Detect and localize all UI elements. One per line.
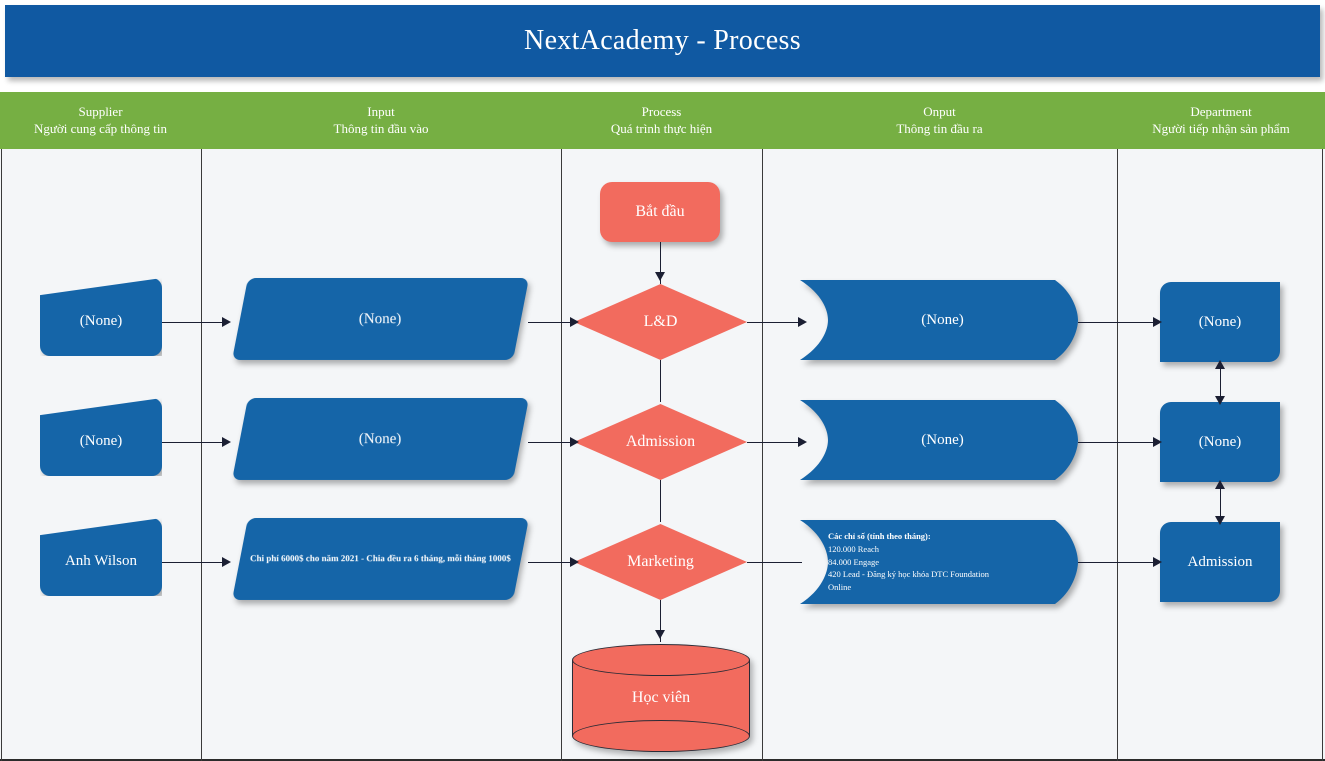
arrowhead-dept2-up <box>1215 480 1225 489</box>
connector-marketing-to-store <box>660 600 662 642</box>
connector-input1-to-process1 <box>528 322 574 324</box>
input-node-3-label: Chi phí 6000$ cho năm 2021 - Chia đều ra… <box>250 553 511 564</box>
lane-edge-left <box>1 149 2 761</box>
diagram-title-bar: NextAcademy - Process <box>5 5 1320 77</box>
onput-shape-2 <box>800 400 1078 480</box>
column-header-en: Input <box>367 104 395 120</box>
department-node-1-label: (None) <box>1198 313 1242 330</box>
column-header-vi: Thông tin đầu vào <box>333 120 429 136</box>
input-node-2[interactable]: (None) <box>232 398 529 480</box>
connector-process1-to-onput1 <box>747 322 802 324</box>
department-node-3[interactable]: Admission <box>1160 522 1280 602</box>
input-node-1-label: (None) <box>359 310 402 327</box>
page-title: NextAcademy - Process <box>524 25 801 56</box>
arrowhead-store <box>655 630 665 639</box>
arrowhead-process3 <box>570 557 579 567</box>
arrowhead-dept3 <box>1153 557 1162 567</box>
arrowhead-dept1-up <box>1215 360 1225 369</box>
cylinder-bottom-ellipse <box>572 720 750 752</box>
lane-divider-onput-department <box>1117 149 1118 761</box>
column-header-vi: Quá trình thực hiện <box>610 120 713 136</box>
connector-admission-to-marketing <box>660 480 662 522</box>
column-header-en: Department <box>1190 104 1252 120</box>
supplier-node-2-label: (None) <box>79 432 123 449</box>
onput-node-3-line-4: Online <box>828 582 852 593</box>
onput-node-3[interactable]: Các chỉ số (tính theo tháng): 120.000 Re… <box>800 520 1085 604</box>
column-header-process: Process Quá trình thực hiện <box>561 92 762 149</box>
column-header-vi: Người cung cấp thông tin <box>33 120 168 136</box>
arrowhead-input2 <box>222 437 231 447</box>
swimlane-header-band: Supplier Người cung cấp thông tin Input … <box>0 92 1325 151</box>
arrowhead-input1 <box>222 317 231 327</box>
department-node-2-label: (None) <box>1198 433 1242 450</box>
column-header-en: Supplier <box>78 104 123 120</box>
arrowhead-onput2 <box>798 437 807 447</box>
lane-edge-right <box>1322 149 1323 761</box>
column-header-en: Onput <box>923 104 956 120</box>
input-node-1[interactable]: (None) <box>232 278 529 360</box>
lane-divider-input-process <box>561 149 562 761</box>
connector-supplier2-to-input2 <box>162 442 224 444</box>
arrowhead-ld <box>655 272 665 281</box>
department-node-3-label: Admission <box>1187 553 1253 570</box>
column-header-input: Input Thông tin đầu vào <box>201 92 561 149</box>
connector-onput3-to-dept3 <box>1078 562 1158 564</box>
process-datastore-node[interactable]: Học viên <box>572 644 750 752</box>
onput-shape-3 <box>800 520 1078 604</box>
lane-divider-supplier-input <box>201 149 202 761</box>
onput-shape-1 <box>800 280 1078 360</box>
column-header-vi: Người tiếp nhận sản phẩm <box>1152 120 1290 136</box>
supplier-node-3[interactable]: Anh Wilson <box>40 518 162 596</box>
department-node-2[interactable]: (None) <box>1160 402 1280 482</box>
arrowhead-dept3-down <box>1215 516 1225 525</box>
arrowhead-process2 <box>570 437 579 447</box>
connector-process2-to-onput2 <box>747 442 802 444</box>
process-node-marketing-label: Marketing <box>627 553 694 570</box>
onput-node-1-label: (None) <box>921 311 964 328</box>
connector-onput2-to-dept2 <box>1078 442 1158 444</box>
connector-process3-to-onput3 <box>747 562 802 564</box>
connector-input2-to-process2 <box>528 442 574 444</box>
onput-node-2[interactable]: (None) <box>800 400 1085 480</box>
connector-input3-to-process3 <box>528 562 574 564</box>
arrowhead-dept2 <box>1153 437 1162 447</box>
column-header-supplier: Supplier Người cung cấp thông tin <box>0 92 201 149</box>
connector-dept1-dept2 <box>1220 364 1222 402</box>
column-header-department: Department Người tiếp nhận sản phẩm <box>1117 92 1325 149</box>
process-node-ld-label: L&D <box>643 313 678 330</box>
onput-node-3-line-2: 84.000 Engage <box>828 556 879 567</box>
onput-node-2-label: (None) <box>921 431 964 448</box>
onput-node-3-label: Các chỉ số (tính theo tháng): 120.000 Re… <box>800 530 1085 594</box>
connector-dept2-dept3 <box>1220 484 1222 522</box>
arrowhead-process1 <box>570 317 579 327</box>
process-datastore-label: Học viên <box>631 689 691 706</box>
connector-supplier1-to-input1 <box>162 322 224 324</box>
column-header-en: Process <box>641 104 682 120</box>
supplier-node-1-label: (None) <box>79 312 123 329</box>
supplier-node-3-label: Anh Wilson <box>64 552 138 569</box>
arrowhead-onput1 <box>798 317 807 327</box>
process-node-admission-label: Admission <box>625 433 696 450</box>
arrowhead-input3 <box>222 557 231 567</box>
onput-node-3-line-0: Các chỉ số (tính theo tháng): <box>828 531 931 542</box>
input-node-2-label: (None) <box>359 430 402 447</box>
onput-node-3-line-1: 120.000 Reach <box>828 543 879 554</box>
connector-onput1-to-dept1 <box>1078 322 1158 324</box>
connector-ld-to-admission <box>660 360 662 402</box>
column-header-vi: Thông tin đầu ra <box>896 120 983 136</box>
process-start-label: Bắt đầu <box>635 203 685 220</box>
column-header-onput: Onput Thông tin đầu ra <box>762 92 1117 149</box>
lane-divider-process-onput <box>762 149 763 761</box>
input-node-3[interactable]: Chi phí 6000$ cho năm 2021 - Chia đều ra… <box>232 518 529 600</box>
onput-node-1[interactable]: (None) <box>800 280 1085 360</box>
process-start-node[interactable]: Bắt đầu <box>600 182 720 242</box>
connector-supplier3-to-input3 <box>162 562 224 564</box>
supplier-node-2[interactable]: (None) <box>40 398 162 476</box>
onput-node-3-line-3: 420 Lead - Đăng ký học khóa DTC Foundati… <box>828 569 989 580</box>
department-node-1[interactable]: (None) <box>1160 282 1280 362</box>
arrowhead-dept2-down <box>1215 396 1225 405</box>
connector-start-to-ld <box>660 242 662 284</box>
cylinder-top-ellipse <box>572 644 750 676</box>
arrowhead-dept1 <box>1153 317 1162 327</box>
